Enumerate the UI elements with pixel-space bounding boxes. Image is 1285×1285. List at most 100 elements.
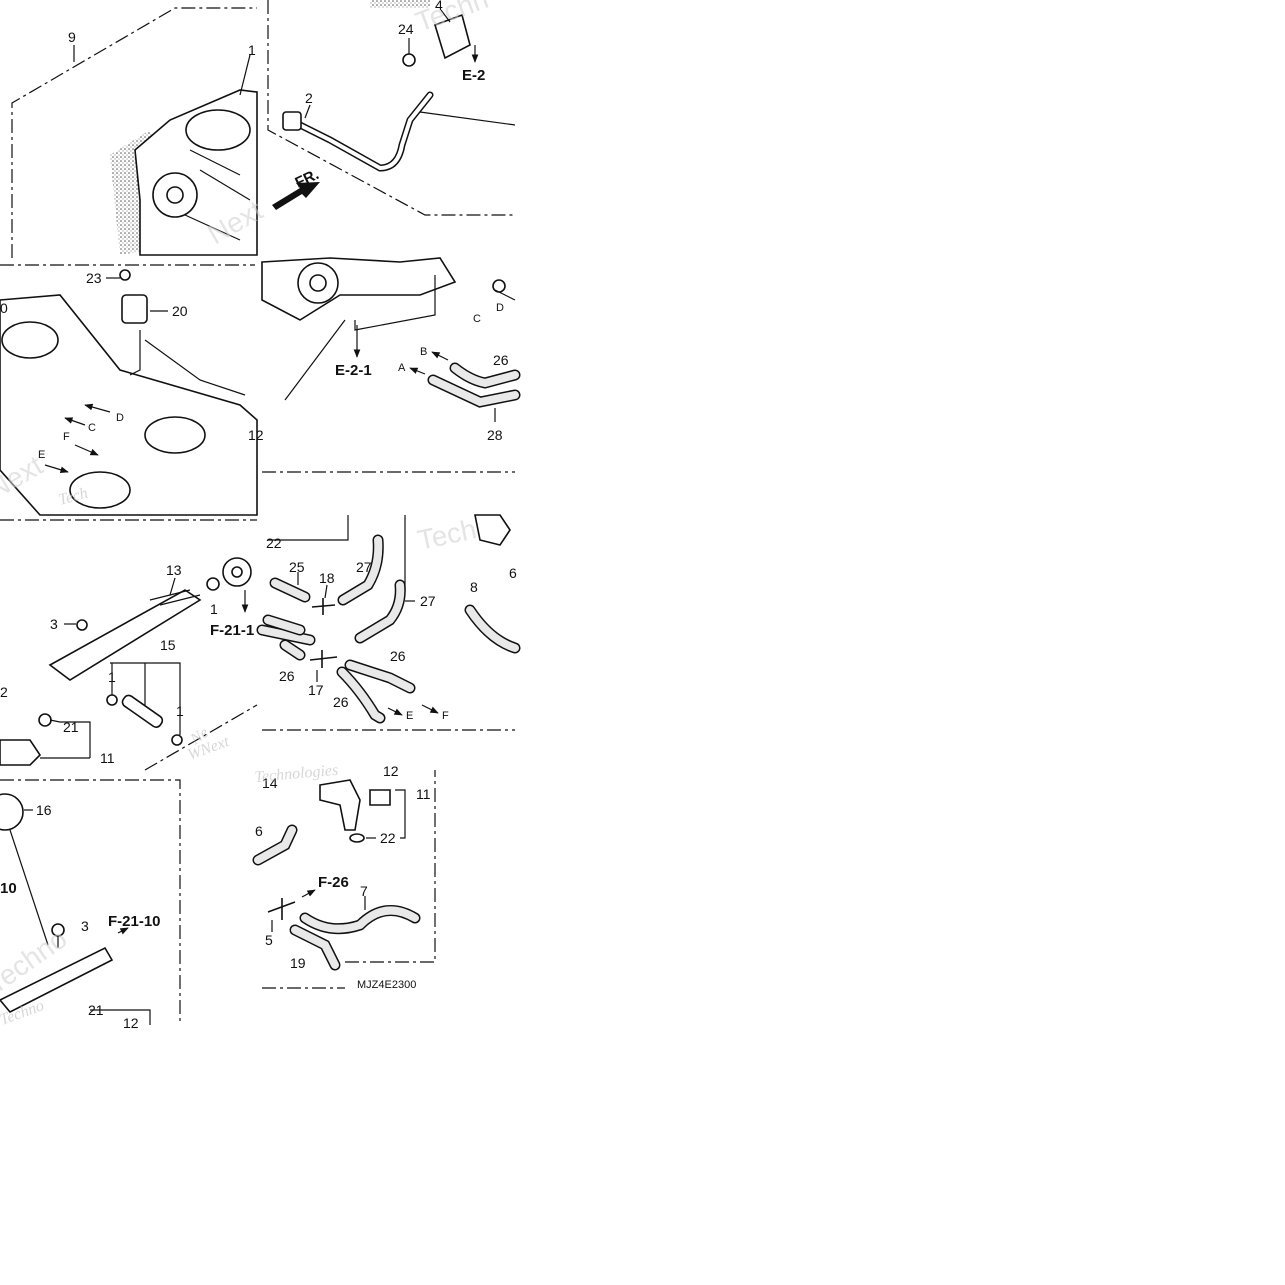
fuel-hose-2-inner bbox=[298, 93, 432, 171]
part-number-11-lower: 11 bbox=[416, 786, 431, 802]
part-number-23: 23 bbox=[86, 270, 102, 286]
part-number-15: 15 bbox=[160, 637, 176, 653]
arrow-label-e-hose: E bbox=[406, 710, 413, 722]
leader-4 bbox=[440, 9, 451, 23]
part-number-22-lower: 22 bbox=[380, 830, 396, 846]
joint-pipe bbox=[121, 694, 164, 728]
pressure-regulator-16 bbox=[0, 793, 24, 831]
leader-13 bbox=[169, 577, 176, 596]
part-number-8: 8 bbox=[470, 579, 478, 595]
part-number-26-d: 26 bbox=[390, 648, 406, 664]
part-number-17: 17 bbox=[308, 682, 324, 698]
part-number-26: 26 bbox=[493, 352, 509, 368]
leader-o-ring bbox=[494, 289, 516, 301]
leader-11-lower bbox=[395, 789, 406, 839]
part-number-5: 5 bbox=[265, 932, 273, 948]
leader-15 bbox=[110, 662, 181, 735]
part-number-6-lower: 6 bbox=[255, 823, 263, 839]
bolt-3 bbox=[76, 619, 88, 631]
o-ring-right bbox=[171, 734, 183, 746]
watermark: Tech bbox=[415, 513, 479, 556]
part-number-26-c: 26 bbox=[333, 694, 349, 710]
group-boundary bbox=[262, 770, 436, 989]
part-number-1-right: 1 bbox=[176, 703, 184, 719]
bore-1 bbox=[1, 321, 59, 359]
leader-10 bbox=[9, 829, 49, 946]
part-number-20: 20 bbox=[172, 303, 188, 319]
part-number-3-lower: 3 bbox=[81, 918, 89, 934]
part-number-25: 25 bbox=[289, 559, 305, 575]
injector-11-lower bbox=[319, 779, 361, 831]
hose-8-inner bbox=[466, 606, 519, 652]
ref-e21: E-2-1 bbox=[335, 362, 372, 379]
part-number-6: 6 bbox=[509, 565, 517, 581]
tee-5 bbox=[267, 898, 296, 920]
front-arrow bbox=[272, 182, 320, 210]
fuel-rail-10 bbox=[0, 946, 114, 1014]
part-number-2: 2 bbox=[305, 90, 313, 106]
part-number-13: 13 bbox=[166, 562, 182, 578]
arrow-f26 bbox=[301, 889, 316, 898]
arrow-a bbox=[409, 367, 426, 375]
tile-vacuum-hoses: 22 25 18 27 27 26 17 26 26 E F 8 bbox=[256, 513, 521, 731]
screw-23 bbox=[119, 269, 131, 281]
arrow-label-e: E bbox=[38, 449, 45, 461]
hose-19-inner bbox=[291, 926, 339, 969]
group-boundary bbox=[144, 704, 258, 771]
hose-6-inner bbox=[254, 826, 296, 864]
fuel-hose-2 bbox=[296, 91, 434, 172]
leader-1 bbox=[239, 54, 251, 96]
throttle-bore bbox=[185, 109, 251, 151]
hose-connector bbox=[282, 111, 302, 131]
arrow-f bbox=[74, 444, 99, 456]
wire bbox=[144, 339, 246, 396]
tile-fuel-hose: 4 24 E-2 2 FR. Techn bbox=[267, 0, 516, 216]
hose-27-a-inner bbox=[339, 536, 383, 604]
sensor-bracket bbox=[129, 330, 141, 376]
part-number-21: 21 bbox=[63, 719, 79, 735]
front-label: FR. bbox=[293, 166, 322, 192]
arrow-c bbox=[64, 417, 86, 426]
bracket-4 bbox=[434, 13, 471, 60]
bore-3 bbox=[144, 416, 206, 454]
leader-2 bbox=[304, 104, 311, 119]
hose-27-b-inner bbox=[356, 581, 405, 642]
bore-4 bbox=[69, 471, 131, 509]
part-number-4: 4 bbox=[435, 0, 443, 13]
part-number-26-b: 26 bbox=[279, 668, 295, 684]
part-number-22: 22 bbox=[266, 535, 282, 551]
part-number-12-lower: 12 bbox=[123, 1015, 139, 1031]
tile-throttle-body-top: 9 1 Next bbox=[11, 7, 268, 258]
injector-11 bbox=[0, 739, 42, 766]
connector-hub bbox=[231, 566, 243, 578]
tile-lower-fuel-rail: 16 10 3 F-21-10 21 12 Techno bbox=[0, 779, 181, 1031]
group-boundary-2 bbox=[267, 0, 515, 216]
port-hub bbox=[309, 274, 327, 292]
part-number-1-left: 1 bbox=[108, 669, 116, 685]
hose-26-c-inner bbox=[264, 616, 304, 659]
part-number-27-b: 27 bbox=[420, 593, 436, 609]
o-ring bbox=[492, 279, 506, 293]
arrow-e-hose bbox=[387, 707, 403, 716]
hose-25-inner bbox=[271, 579, 309, 601]
part-number-12-small: 12 bbox=[383, 763, 399, 779]
part-number-28: 28 bbox=[487, 427, 503, 443]
part-number-10-partial: 0 bbox=[0, 300, 8, 316]
diagram-code: MJZ4E2300 bbox=[357, 979, 416, 991]
leader-12 bbox=[90, 1009, 151, 1025]
part-number-7: 7 bbox=[360, 883, 368, 899]
fuel-rail-13 bbox=[48, 589, 202, 681]
ref-f26: F-26 bbox=[318, 874, 349, 891]
arrow-label-b: B bbox=[420, 346, 427, 358]
sensor-20 bbox=[121, 294, 148, 324]
hose-26-d-inner bbox=[338, 668, 384, 722]
bracket-top-right bbox=[474, 514, 511, 546]
arrow-label-d: D bbox=[116, 412, 124, 424]
arrow-label-f-hose: F bbox=[442, 710, 449, 722]
part-number-16: 16 bbox=[36, 802, 52, 818]
part-number-1: 1 bbox=[248, 42, 256, 58]
tile-throttle-hoses: E-2-1 D C B A 26 28 bbox=[261, 257, 521, 473]
part-number-24: 24 bbox=[398, 21, 414, 37]
arrow-d bbox=[84, 403, 111, 413]
